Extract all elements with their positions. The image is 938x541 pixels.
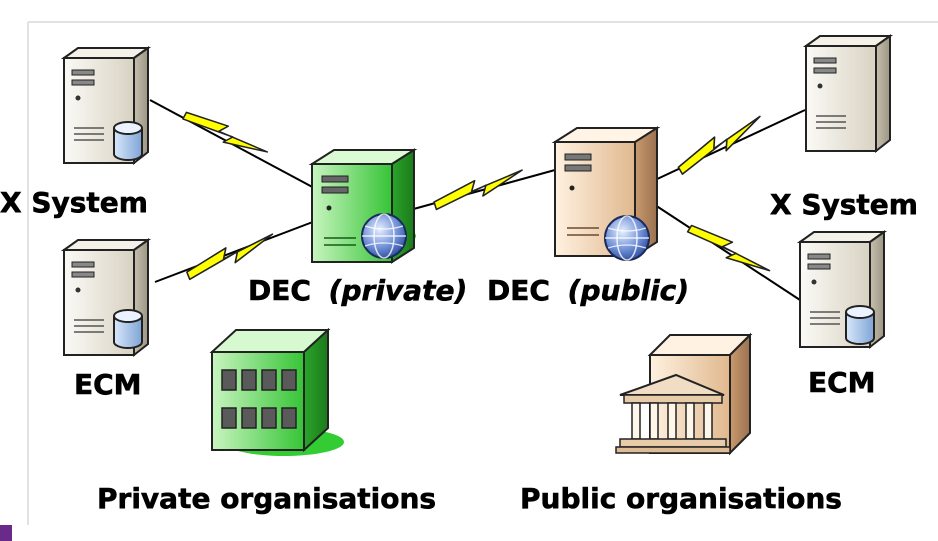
green-server-with-globe-icon [308, 148, 418, 264]
lightning-bolt-icon [181, 104, 271, 164]
link-dec-public-to-ecm-right [654, 204, 801, 301]
label-public-organisations: Public organisations [520, 482, 842, 515]
label-x-system-left: X System [0, 186, 148, 219]
server-with-database-icon [799, 231, 885, 348]
label-dec-private-qualifier: (private) [329, 274, 468, 307]
label-ecm-right: ECM [808, 366, 876, 399]
label-x-system-right: X System [770, 188, 918, 221]
office-building-icon [209, 327, 344, 456]
tan-server-with-globe-icon [551, 126, 661, 261]
label-dec-private-name: DEC [248, 274, 311, 307]
lightning-bolt-icon [430, 164, 527, 212]
public-institution-building-icon [615, 332, 753, 456]
label-dec-private: DEC (private) [248, 274, 467, 307]
label-dec-public: DEC (public) [487, 274, 689, 307]
label-dec-public-name: DEC [487, 274, 550, 307]
link-ecm-left-to-dec-private [154, 219, 319, 283]
server-icon [805, 35, 891, 152]
accent-bar [0, 525, 12, 541]
link-dec-private-to-dec-public [409, 169, 556, 211]
label-dec-public-qualifier: (public) [568, 274, 689, 307]
label-private-organisations: Private organisations [97, 482, 436, 515]
lightning-bolt-icon [686, 218, 773, 282]
lightning-bolt-icon [673, 111, 768, 177]
server-with-database-icon [63, 239, 149, 356]
connection-lines [149, 99, 806, 301]
server-with-database-icon [63, 47, 149, 164]
label-ecm-left: ECM [74, 368, 142, 401]
